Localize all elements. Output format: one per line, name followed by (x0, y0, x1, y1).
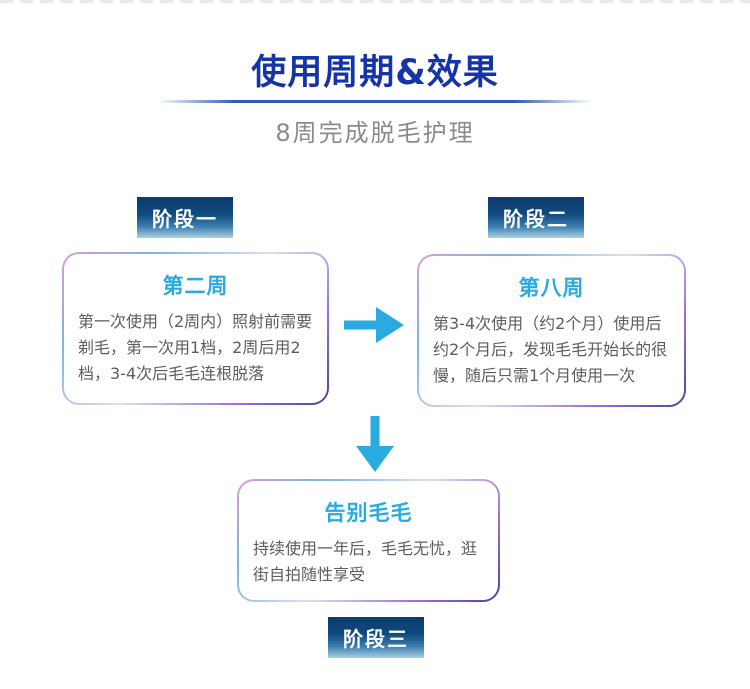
right-arrow-icon (344, 307, 404, 343)
title-underline (157, 100, 593, 103)
stage-1-card: 第二周 第一次使用（2周内）照射前需要剃毛，第一次用1档，2周后用2档，3-4次… (62, 252, 329, 405)
page-subtitle: 8周完成脱毛护理 (275, 119, 475, 147)
stage-2-badge: 阶段二 (488, 197, 584, 238)
stage-2-card-inner: 第八周 第3-4次使用（约2个月）使用后约2个月后，发现毛毛开始长的很慢，随后只… (419, 256, 684, 405)
stage-2-card-title: 第八周 (518, 276, 585, 300)
page-title: 使用周期&效果 (251, 53, 499, 93)
stage-2-card: 第八周 第3-4次使用（约2个月）使用后约2个月后，发现毛毛开始长的很慢，随后只… (417, 254, 686, 407)
stage-3-card-inner: 告别毛毛 持续使用一年后，毛毛无忧，逛街自拍随性享受 (239, 481, 498, 600)
stage-1-badge: 阶段一 (137, 197, 233, 238)
stage-3-badge: 阶段三 (328, 617, 424, 658)
stage-3-card-title: 告别毛毛 (324, 501, 413, 525)
stage-1-card-body: 第一次使用（2周内）照射前需要剃毛，第一次用1档，2周后用2档，3-4次后毛毛连… (78, 312, 313, 383)
stage-1-card-title: 第二周 (162, 274, 229, 298)
down-arrow-icon (356, 416, 394, 472)
dashed-top-divider (0, 0, 750, 3)
stage-3-card: 告别毛毛 持续使用一年后，毛毛无忧，逛街自拍随性享受 (237, 479, 500, 602)
stage-2-card-body: 第3-4次使用（约2个月）使用后约2个月后，发现毛毛开始长的很慢，随后只需1个月… (433, 314, 668, 385)
stage-3-card-body: 持续使用一年后，毛毛无忧，逛街自拍随性享受 (253, 539, 478, 584)
stage-1-card-inner: 第二周 第一次使用（2周内）照射前需要剃毛，第一次用1档，2周后用2档，3-4次… (64, 254, 327, 403)
